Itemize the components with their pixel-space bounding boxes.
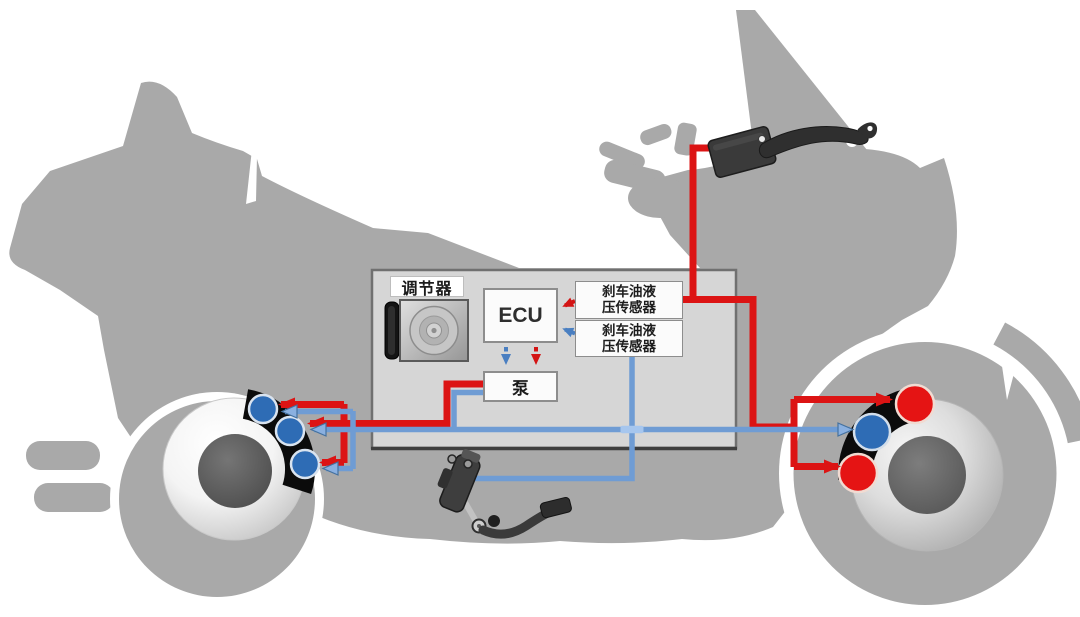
blue-line-junction bbox=[620, 425, 644, 434]
exhaust-pipes bbox=[26, 441, 114, 512]
rear-sensor-to-ecu-arrow bbox=[562, 327, 576, 338]
pump-label-text: 泵 bbox=[512, 379, 529, 398]
pedal-pad bbox=[539, 496, 572, 519]
front-sensor-line1: 刹车油液 bbox=[602, 284, 656, 299]
signal-arrows bbox=[501, 297, 576, 365]
lever-pivot bbox=[758, 135, 766, 143]
front-hub bbox=[888, 436, 966, 514]
regulator-label-text: 调节器 bbox=[401, 280, 453, 298]
rear-brake-pedal bbox=[437, 449, 572, 539]
rear-piston-top bbox=[247, 393, 279, 425]
regulator-device bbox=[384, 299, 469, 362]
rear-brake-caliper bbox=[242, 389, 321, 495]
windshield bbox=[736, 10, 867, 151]
pump-blue-line bbox=[451, 389, 486, 430]
pump-box: 泵 bbox=[483, 371, 558, 402]
lever-blade bbox=[758, 126, 869, 159]
front-fender bbox=[992, 322, 1080, 444]
fender-notch bbox=[1002, 362, 1017, 400]
regulator-label: 调节器 bbox=[390, 276, 464, 298]
front-piston-top bbox=[894, 383, 936, 425]
pedal-to-sensor-line bbox=[459, 354, 635, 482]
front-brake-lever bbox=[707, 122, 878, 179]
front-sensor-to-ecu-arrow bbox=[562, 297, 576, 308]
rear-piston-bottom bbox=[289, 448, 321, 480]
front-wheel bbox=[779, 327, 1071, 617]
front-sensor-line2: 压传感器 bbox=[602, 300, 656, 315]
front-piston-middle bbox=[852, 412, 892, 452]
lever-tip-hook bbox=[857, 122, 878, 139]
pump-to-rear-middle-arrow bbox=[307, 380, 486, 431]
rear-brake-line-blue bbox=[280, 354, 855, 482]
rear-piston-middle bbox=[274, 415, 306, 447]
rear-brake-pressure-sensor-box: 刹车油液 压传感器 bbox=[575, 320, 683, 357]
rear-sensor-line1: 刹车油液 bbox=[602, 322, 656, 338]
ecu-box: ECU bbox=[483, 288, 558, 343]
rear-hub bbox=[198, 434, 272, 508]
rear-sensor-line2: 压传感器 bbox=[602, 338, 656, 354]
rear-wheel bbox=[110, 392, 324, 606]
handlebar-cluster bbox=[599, 122, 697, 218]
ecu-label-text: ECU bbox=[498, 303, 543, 327]
front-piston-bottom bbox=[837, 452, 879, 494]
front-brake-pressure-sensor-box: 刹车油液 压传感器 bbox=[575, 281, 683, 319]
trunk-notch bbox=[246, 149, 257, 204]
front-brake-caliper bbox=[837, 383, 936, 494]
